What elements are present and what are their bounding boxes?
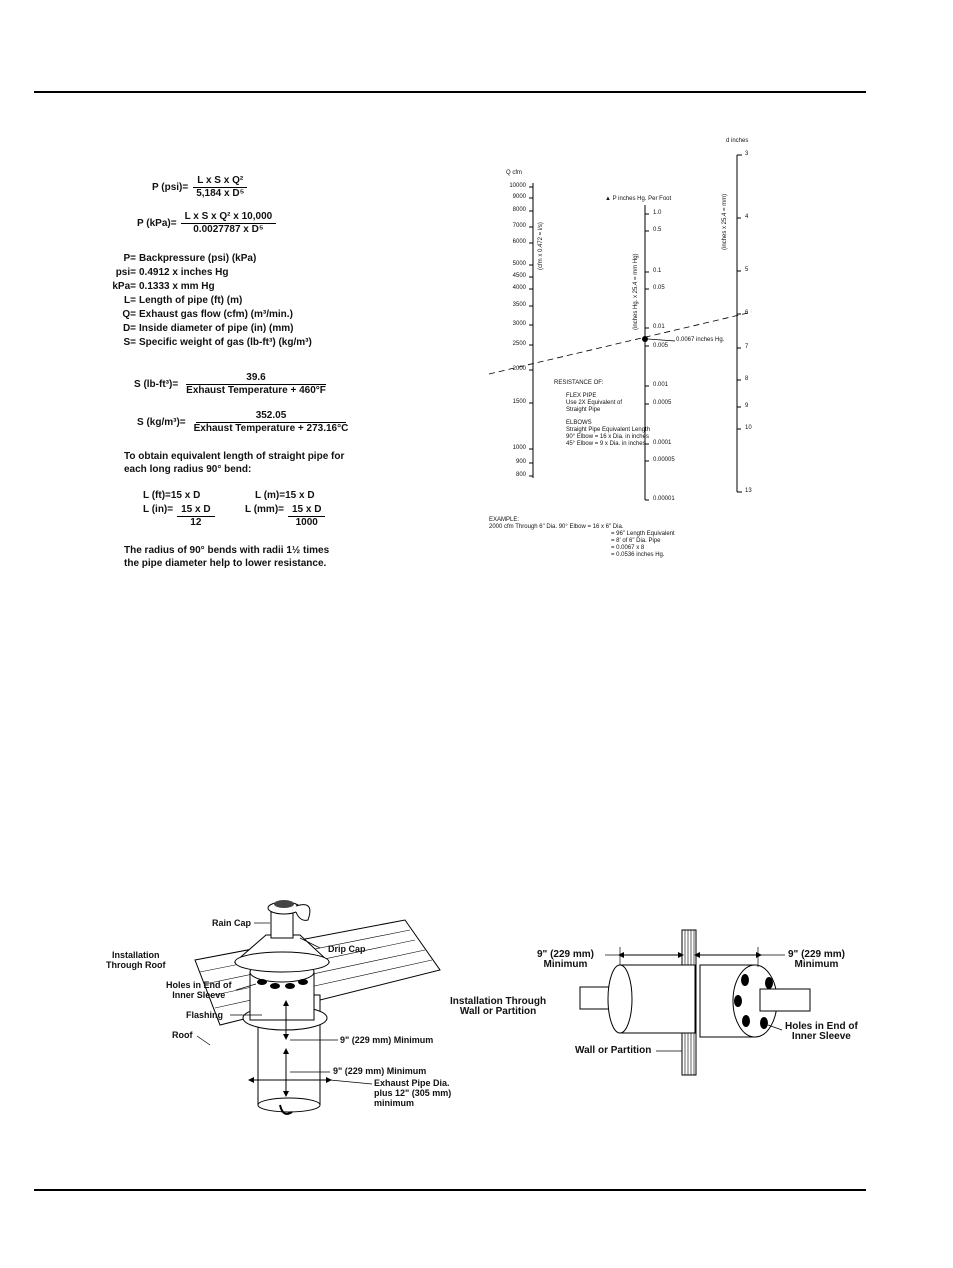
resistance-notes: RESISTANCE OF: FLEX PIPE Use 2X Equivale… bbox=[554, 380, 651, 447]
roof-min-label-2: 9" (229 mm) Minimum bbox=[333, 1066, 427, 1076]
example-line: = 8' of 6" Dia. Pipe bbox=[611, 538, 661, 544]
wall-holes-label: Holes in End of Inner Sleeve bbox=[785, 1021, 858, 1042]
p-tick-label: 0.05 bbox=[653, 285, 665, 291]
d-tick-label: 10 bbox=[745, 425, 752, 431]
p-tick-label: 0.00001 bbox=[653, 496, 675, 502]
formula-l-ft: L (ft)=15 x D bbox=[143, 490, 201, 501]
example-title: EXAMPLE: bbox=[489, 517, 520, 523]
q-tick-label: 10000 bbox=[509, 183, 526, 189]
d-tick-label: 7 bbox=[745, 344, 749, 350]
q-tick-label: 8000 bbox=[512, 207, 526, 213]
d-tick-label: 13 bbox=[745, 488, 752, 494]
p-side-label: (inches Hg. x 25.4 = mm Hg) bbox=[633, 253, 639, 330]
definition-list: P=Backpressure (psi) (kPa) psi=0.4912 x … bbox=[112, 253, 312, 348]
q-tick-label: 9000 bbox=[512, 194, 526, 200]
q-tick-label: 1000 bbox=[512, 445, 526, 451]
p-tick-label: 0.1 bbox=[653, 268, 662, 274]
roof-installation-diagram bbox=[194, 900, 441, 1115]
example-line: = 96" Length Equivalent bbox=[611, 531, 675, 537]
formula-l-m: L (m)=15 x D bbox=[255, 490, 315, 501]
roof-drip-cap-label: Drip Cap bbox=[328, 944, 366, 954]
wall-installation-diagram bbox=[579, 929, 811, 1076]
example-line: = 0.0536 inches Hg. bbox=[611, 552, 665, 558]
roof-exhaust-label: Exhaust Pipe Dia. plus 12" (305 mm) mini… bbox=[374, 1078, 452, 1108]
p-tick-label: 0.005 bbox=[653, 343, 669, 349]
roof-installation-label: Installation Through Roof bbox=[106, 950, 166, 970]
d-tick-label: 6 bbox=[745, 310, 749, 316]
p-tick-label: 0.0001 bbox=[653, 440, 672, 446]
q-tick-label: 1500 bbox=[512, 399, 526, 405]
d-tick-label: 8 bbox=[745, 376, 749, 382]
bend-intro: To obtain equivalent length of straight … bbox=[124, 451, 345, 475]
p-tick-label: 0.5 bbox=[653, 227, 662, 233]
p-tick-label: 0.01 bbox=[653, 324, 665, 330]
d-axis-title: d inches bbox=[726, 138, 749, 144]
q-axis-title: Q cfm bbox=[506, 170, 522, 176]
wall-partition-label: Wall or Partition bbox=[575, 1045, 652, 1056]
q-tick-label: 4500 bbox=[512, 273, 526, 279]
wall-right-dimension-label: 9" (229 mm) Minimum bbox=[788, 949, 845, 970]
q-tick-label: 3500 bbox=[512, 302, 526, 308]
p-tick-label: 0.00005 bbox=[653, 457, 675, 463]
q-side-label: (cfm x 0.472 = l/s) bbox=[538, 222, 544, 270]
example-line: = 0.0067 x 8 bbox=[611, 545, 645, 551]
example-line: 2000 cfm Through 6" Dia. 90° Elbow = 16 … bbox=[489, 524, 624, 530]
d-side-label: (inches x 25.4 = mm) bbox=[722, 193, 728, 250]
roof-holes-label: Holes in End of Inner Sleeve bbox=[166, 980, 232, 1000]
q-tick-label: 2000 bbox=[512, 366, 526, 372]
roof-min-label-1: 9" (229 mm) Minimum bbox=[340, 1035, 434, 1045]
q-tick-label: 900 bbox=[515, 459, 526, 465]
wall-left-dimension-label: 9" (229 mm) Minimum bbox=[537, 949, 594, 970]
marker-label: 0.0067 inches Hg. bbox=[676, 337, 725, 343]
roof-roof-label: Roof bbox=[172, 1030, 193, 1040]
q-tick-label: 5000 bbox=[512, 261, 526, 267]
bottom-rule bbox=[34, 1189, 866, 1191]
d-tick-label: 5 bbox=[745, 267, 749, 273]
d-tick-label: 3 bbox=[745, 151, 749, 157]
q-tick-label: 6000 bbox=[512, 239, 526, 245]
p-axis-title: ▲ P inches Hg. Per Foot bbox=[605, 196, 672, 202]
p-tick-label: 0.0005 bbox=[653, 400, 672, 406]
q-tick-label: 4000 bbox=[512, 285, 526, 291]
q-tick-label: 3000 bbox=[512, 321, 526, 327]
nomograph-lines bbox=[488, 154, 753, 501]
roof-rain-cap-label: Rain Cap bbox=[212, 918, 252, 928]
p-tick-label: 0.001 bbox=[653, 382, 669, 388]
wall-installation-label: Installation Through Wall or Partition bbox=[450, 996, 547, 1017]
q-tick-label: 800 bbox=[515, 472, 526, 478]
top-rule bbox=[34, 91, 866, 93]
roof-flashing-label: Flashing bbox=[186, 1010, 224, 1020]
p-tick-label: 1.0 bbox=[653, 210, 662, 216]
d-tick-label: 9 bbox=[745, 403, 749, 409]
q-tick-label: 7000 bbox=[512, 223, 526, 229]
q-tick-label: 2500 bbox=[512, 341, 526, 347]
radius-note: The radius of 90° bends with radii 1½ ti… bbox=[124, 545, 330, 569]
d-tick-label: 4 bbox=[745, 214, 749, 220]
